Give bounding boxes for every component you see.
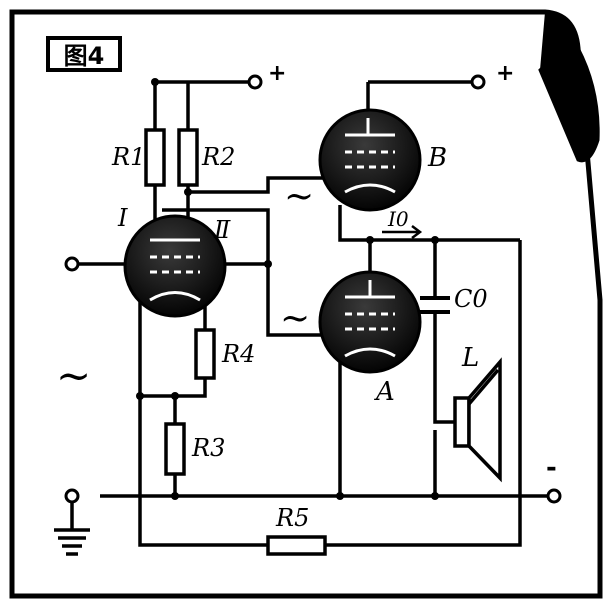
speaker-label: L — [461, 343, 479, 373]
tube-lower — [318, 270, 422, 374]
r4-label: R4 — [221, 340, 255, 368]
input-ac-symbol: ~ — [56, 351, 91, 400]
supply-minus-label: - — [546, 453, 557, 483]
terminal-minus — [546, 488, 562, 504]
junction-dots — [136, 78, 439, 500]
r2-label: R2 — [201, 143, 235, 171]
figure-label: 图4 — [64, 42, 105, 70]
r5-label: R5 — [275, 504, 309, 532]
r3-label: R3 — [191, 434, 225, 462]
tube-input-label: I — [117, 204, 128, 232]
resistor-r1 — [144, 128, 166, 187]
folded-corner-flap — [538, 46, 600, 163]
supply-plus-upper-label: + — [496, 61, 514, 86]
ground-symbol — [54, 502, 90, 556]
r1-label: R1 — [111, 143, 145, 171]
tube-lower-label: A — [374, 377, 395, 407]
resistors — [144, 128, 327, 556]
tube-input-second-label: Ⅱ — [213, 216, 231, 244]
tube-upper-label: B — [427, 143, 447, 173]
resistor-r3 — [164, 422, 186, 476]
figure-label-box: 图4 — [46, 36, 122, 72]
drive-upper-symbol: ~ — [284, 176, 314, 217]
drive-lower-symbol: ~ — [280, 298, 310, 339]
terminal-top-plus — [247, 74, 263, 90]
wiring — [78, 80, 548, 547]
terminals — [64, 74, 562, 504]
resistor-r4 — [194, 328, 216, 380]
resistor-r2 — [177, 128, 199, 187]
current-arrow — [382, 225, 423, 239]
terminal-ground — [64, 488, 80, 504]
tube-input — [123, 214, 227, 318]
capacitor-label: C0 — [454, 285, 488, 313]
terminal-input — [64, 256, 80, 272]
labels: + + - R1 R2 R4 R3 R5 I Ⅱ B A C0 L I0 ~ ~… — [56, 61, 557, 532]
supply-plus-top-label: + — [268, 61, 286, 86]
resistor-r5 — [266, 535, 327, 556]
current-label: I0 — [387, 207, 409, 231]
speaker — [453, 357, 502, 483]
capacitor-c0 — [420, 296, 450, 314]
terminal-upper-plus — [470, 74, 486, 90]
tube-upper — [318, 108, 422, 212]
folded-corner — [540, 12, 578, 70]
